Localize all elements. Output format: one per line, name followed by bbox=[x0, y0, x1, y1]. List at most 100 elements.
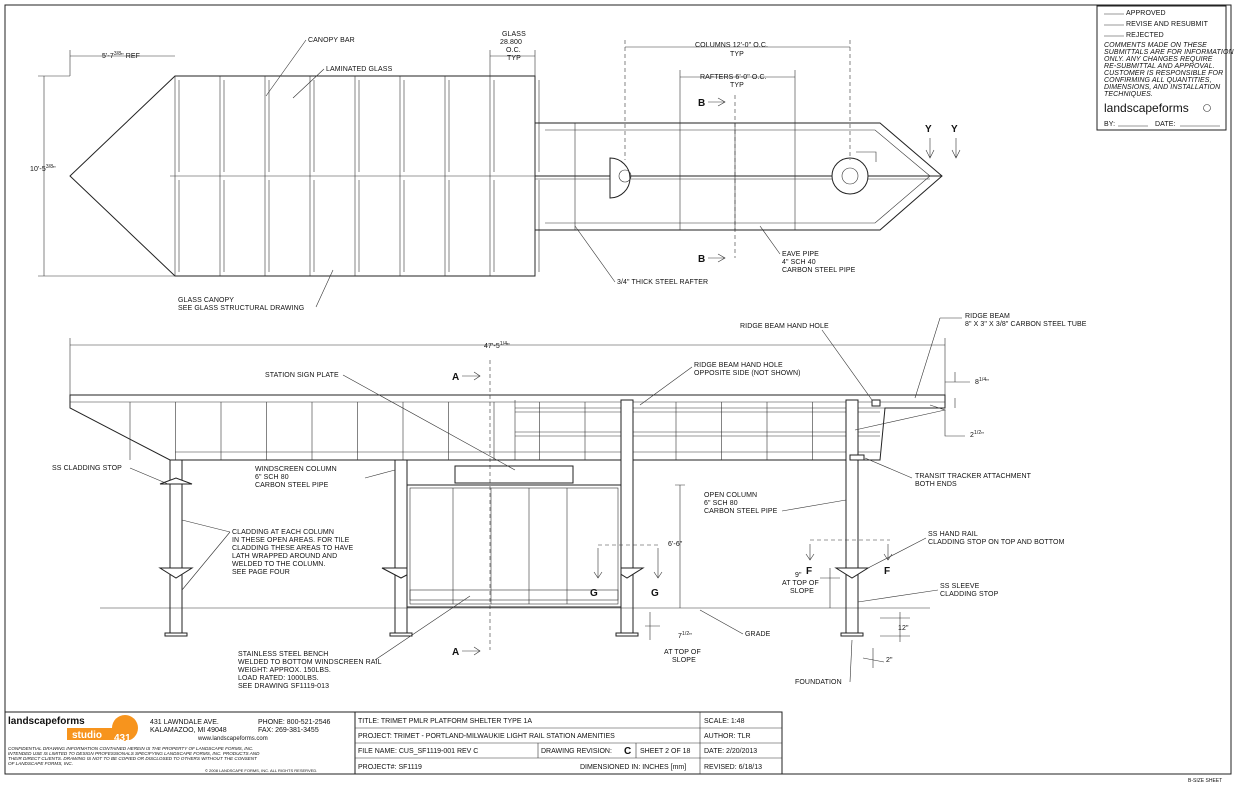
website: www.landscapeforms.com bbox=[197, 736, 268, 742]
approval-date: DATE: bbox=[1155, 121, 1176, 128]
approval-comment-line: DIMENSIONS, AND INSTALLATION bbox=[1104, 84, 1221, 91]
project-name: PROJECT: TRIMET - PORTLAND-MILWAUKIE LIG… bbox=[358, 733, 615, 740]
dimensioned-in: DIMENSIONED IN: INCHES [mm] bbox=[580, 764, 686, 771]
approval-comment-line: CONFIRMING ALL QUANTITIES, bbox=[1104, 77, 1212, 84]
glass-oc-label: TYP bbox=[507, 55, 521, 62]
confidential-note: CONFIDENTIAL DRAWING INFORMATION CONTAIN… bbox=[8, 746, 253, 751]
seven-half-label: SLOPE bbox=[672, 657, 696, 664]
section-y-left: Y bbox=[925, 124, 932, 135]
seven-half-label: AT TOP OF bbox=[664, 649, 701, 656]
section-g-left: G bbox=[590, 588, 598, 599]
column-left bbox=[169, 459, 183, 634]
elevation-view: 47'-51/4" bbox=[52, 313, 1087, 690]
columns-typ-label: TYP bbox=[730, 51, 744, 58]
phone: PHONE: 800-521-2546 bbox=[258, 719, 330, 726]
section-b-bottom: B bbox=[698, 254, 705, 265]
cladding-note: IN THESE OPEN AREAS. FOR TILE bbox=[232, 537, 350, 544]
cladding-note: CLADDING AT EACH COLUMN bbox=[232, 529, 334, 536]
nine-inch-label: AT TOP OF bbox=[782, 580, 819, 587]
project-number: PROJECT#: SF1119 bbox=[358, 764, 422, 771]
nine-inch-label: SLOPE bbox=[790, 588, 814, 595]
glass-oc-label: O.C. bbox=[506, 47, 521, 54]
glass-canopy-label: GLASS CANOPY bbox=[178, 297, 234, 304]
laminated-glass-label: LAMINATED GLASS bbox=[326, 66, 393, 73]
ss-hand-rail-label: SS HAND RAIL bbox=[928, 531, 978, 538]
hand-hole-opp-label: RIDGE BEAM HAND HOLE bbox=[694, 362, 783, 369]
overall-dim-label: 47'-51/4" bbox=[484, 341, 510, 350]
rafter-label: 3/4" THICK STEEL RAFTER bbox=[617, 279, 708, 286]
titleblock-studio-num: 431 bbox=[114, 733, 131, 744]
section-y-right: Y bbox=[951, 124, 958, 135]
ridge-beam-label: 8" X 3" X 3/8" CARBON STEEL TUBE bbox=[965, 321, 1087, 328]
open-column bbox=[845, 399, 859, 634]
ridge-beam-label: RIDGE BEAM bbox=[965, 313, 1010, 320]
plan-glass-panels bbox=[174, 76, 540, 276]
approval-comment-line: SUBMITTALS ARE FOR INFORMATION bbox=[1104, 49, 1234, 56]
copyright: © 2008 LANDSCAPE FORMS, INC. ALL RIGHTS … bbox=[205, 768, 317, 773]
date: DATE: 2/20/2013 bbox=[704, 748, 757, 755]
section-b-top: B bbox=[698, 98, 705, 109]
title-block: landscapeforms studio 431 431 LAWNDALE A… bbox=[4, 711, 783, 775]
bench bbox=[409, 589, 619, 601]
seven-half-label: 71/2" bbox=[678, 631, 692, 640]
sheet-border bbox=[4, 4, 1232, 775]
windscreen-column-right bbox=[620, 399, 634, 634]
ss-hand-rail-label: CLADDING STOP ON TOP AND BOTTOM bbox=[928, 539, 1065, 546]
bench-note: LOAD RATED: 1000LBS. bbox=[238, 675, 319, 682]
registered-icon bbox=[1203, 104, 1211, 112]
nine-inch-label: 9" bbox=[795, 572, 802, 579]
ss-sleeve-label: SS SLEEVE bbox=[940, 583, 980, 590]
bench-note: STAINLESS STEEL BENCH bbox=[238, 651, 328, 658]
windscreen-column-left bbox=[394, 459, 408, 634]
elevation-glass-panels bbox=[129, 402, 859, 460]
rafters-dim-label: RAFTERS 6'-0" O.C. bbox=[700, 74, 767, 81]
hand-hole-opp-label: OPPOSITE SIDE (NOT SHOWN) bbox=[694, 370, 801, 377]
approval-by: BY: bbox=[1104, 121, 1115, 128]
station-sign-plate bbox=[454, 465, 574, 484]
canopy-elevation bbox=[69, 394, 946, 461]
fax: FAX: 269-381-3455 bbox=[258, 727, 319, 734]
revised-date: REVISED: 6/18/13 bbox=[704, 764, 762, 771]
windscreen-col-label: WINDSCREEN COLUMN bbox=[255, 466, 337, 473]
approval-rejected: REJECTED bbox=[1126, 32, 1164, 39]
revision-label: DRAWING REVISION: bbox=[541, 748, 612, 755]
twelve-inch-label: 12" bbox=[898, 625, 909, 632]
glass-canopy-label: SEE GLASS STRUCTURAL DRAWING bbox=[178, 305, 304, 312]
titleblock-brand: landscapeforms bbox=[8, 716, 85, 727]
eave-pipe-label: EAVE PIPE bbox=[782, 251, 819, 258]
approval-box: APPROVED REVISE AND RESUBMIT REJECTED CO… bbox=[1096, 5, 1234, 131]
canopy-bar-label: CANOPY BAR bbox=[308, 37, 355, 44]
section-a-top: A bbox=[452, 372, 459, 383]
grade-label: GRADE bbox=[745, 631, 771, 638]
glass-oc-label: GLASS bbox=[502, 31, 526, 38]
section-f-left: F bbox=[806, 566, 812, 577]
open-column-label: CARBON STEEL PIPE bbox=[704, 508, 778, 515]
address-line: 431 LAWNDALE AVE. bbox=[150, 719, 219, 726]
confidential-note: THEIR DIRECT CLIENTS. DRAWING IS NOT TO … bbox=[8, 756, 258, 761]
rafters-typ-label: TYP bbox=[730, 82, 744, 89]
cladding-note: LATH WRAPPED AROUND AND bbox=[232, 553, 337, 560]
ridge-hand-hole-label: RIDGE BEAM HAND HOLE bbox=[740, 323, 829, 330]
glass-oc-label: 28.800 bbox=[500, 39, 522, 46]
dim-8-label: 81/4" bbox=[975, 377, 989, 386]
section-a-bottom: A bbox=[452, 647, 459, 658]
cladding-note: CLADDING THESE AREAS TO HAVE bbox=[232, 545, 354, 552]
two-inch-label: 2" bbox=[886, 657, 893, 664]
transit-tracker-label: BOTH ENDS bbox=[915, 481, 957, 488]
approval-brand-logo: landscapeforms bbox=[1104, 101, 1189, 115]
station-sign-label: STATION SIGN PLATE bbox=[265, 372, 339, 379]
width-dim-label: 10'-53/8" bbox=[30, 164, 56, 173]
section-f-right: F bbox=[884, 566, 890, 577]
column-plate-right bbox=[831, 157, 869, 195]
transit-tracker-label: TRANSIT TRACKER ATTACHMENT bbox=[915, 473, 1032, 480]
column-plate-left bbox=[609, 157, 631, 199]
approval-revise: REVISE AND RESUBMIT bbox=[1126, 21, 1209, 28]
open-column-label: OPEN COLUMN bbox=[704, 492, 757, 499]
section-g-right: G bbox=[651, 588, 659, 599]
scale: SCALE: 1:48 bbox=[704, 718, 745, 725]
approval-comment-line: COMMENTS MADE ON THESE bbox=[1104, 42, 1207, 49]
confidential-note: OF LANDSCAPE FORMS, INC. bbox=[8, 761, 73, 766]
open-column-label: 6" SCH 80 bbox=[704, 500, 738, 507]
studio-logo-circle bbox=[112, 715, 138, 741]
